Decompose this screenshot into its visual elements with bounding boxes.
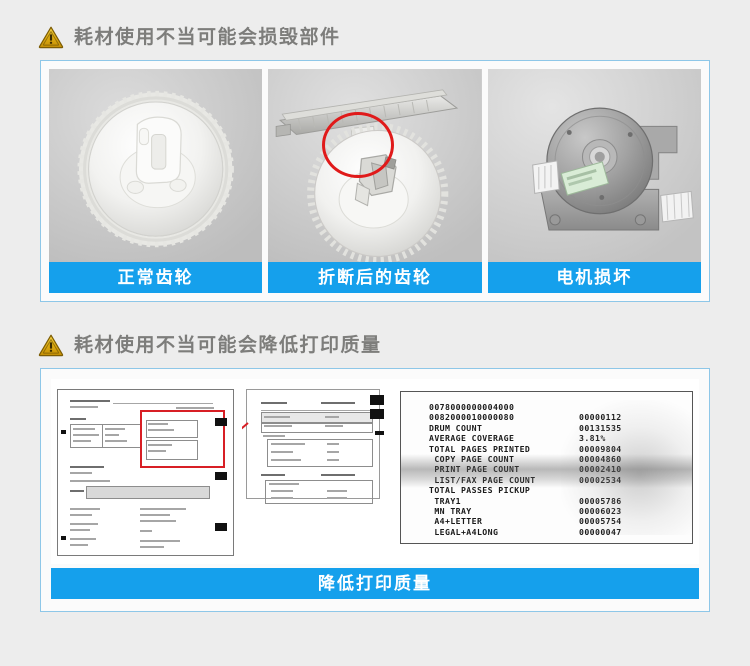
card-broken-gear[interactable]: 折断后的齿轮: [268, 69, 482, 293]
report-line-value: 00005754: [579, 516, 622, 527]
card-caption: 正常齿轮: [49, 262, 263, 293]
gear-illustration: [49, 69, 263, 262]
report-line-value: 00004860: [579, 453, 622, 464]
photo-normal-gear: [49, 69, 263, 262]
report-line: TOTAL PASSES PICKUP: [429, 485, 536, 495]
report-line-label: DRUM COUNT: [429, 422, 483, 433]
callout-arrow-icon: [242, 422, 249, 430]
report-line-value: 00005786: [579, 495, 622, 506]
report-line-value: 00000047: [579, 526, 622, 537]
report-line-label: A4+LETTER: [429, 516, 483, 527]
broken-area-highlight: [322, 112, 395, 178]
card-row: 正常齿轮: [49, 69, 701, 293]
report-line-label: 0078000000004000: [429, 402, 515, 412]
report-line-value: 00002534: [579, 474, 622, 485]
motor-illustration: [487, 69, 701, 262]
report-line-label: 0082000010000080: [429, 412, 515, 423]
warning-triangle-icon: [38, 26, 64, 49]
report-line-value: 00009804: [579, 443, 622, 454]
report-line: LIST/FAX PAGE COUNT 00002534: [429, 474, 621, 485]
report-line-label: TOTAL PAGES PRINTED: [429, 443, 531, 454]
report-line: PRINT PAGE COUNT 00002410: [429, 464, 621, 475]
report-line: A4+LETTER 00005754: [429, 516, 621, 527]
card-caption: 折断后的齿轮: [268, 262, 482, 293]
card-caption: 电机损坏: [487, 262, 701, 293]
report-line-label: LEGAL+A4LONG: [429, 526, 499, 537]
report-line: MN TRAY 00006023: [429, 505, 621, 516]
card-motor-damage[interactable]: 电机损坏: [487, 69, 701, 293]
report-line-label: COPY PAGE COUNT: [429, 453, 515, 464]
section-caption-print-quality: 降低打印质量: [51, 568, 699, 599]
report-line-value: 00000112: [579, 412, 622, 423]
report-line-label: MN TRAY: [429, 505, 472, 516]
section-title: 耗材使用不当可能会降低打印质量: [74, 334, 382, 356]
card-normal-gear[interactable]: 正常齿轮: [49, 69, 263, 293]
panel-damage-parts: 正常齿轮: [40, 60, 710, 302]
report-line: AVERAGE COVERAGE 3.81%: [429, 433, 605, 444]
report-line: DRUM COUNT 00131535: [429, 422, 621, 433]
settings-highlight-box: [140, 410, 225, 468]
section-header-damage-parts: 耗材使用不当可能会损毁部件: [0, 22, 750, 52]
report-line-label: TRAY1: [429, 495, 461, 506]
report-line-label: AVERAGE COVERAGE: [429, 433, 515, 444]
section-header-print-quality: 耗材使用不当可能会降低打印质量: [0, 330, 750, 360]
photo-motor-damage: [487, 69, 701, 262]
report-line: 0082000010000080 00000112: [429, 412, 621, 423]
report-line: LEGAL+A4LONG 00000047: [429, 526, 621, 537]
report-line: TOTAL PAGES PRINTED 00009804: [429, 443, 621, 454]
report-line: TRAY1 00005786: [429, 495, 621, 506]
section-title: 耗材使用不当可能会损毁部件: [74, 26, 341, 48]
report-line-label: TOTAL PASSES PICKUP: [429, 485, 531, 496]
report-line-label: PRINT PAGE COUNT: [429, 464, 520, 475]
document-settings-detail[interactable]: [242, 383, 392, 564]
report-line-value: 00002410: [579, 464, 622, 475]
report-line: 0078000000004000: [429, 402, 536, 412]
report-line-value: 00006023: [579, 505, 622, 516]
photo-broken-gear: [268, 69, 482, 262]
warning-triangle-icon: [38, 334, 64, 357]
document-service-report[interactable]: [57, 389, 234, 556]
report-line-value: 00131535: [579, 422, 622, 433]
report-line-value: 3.81%: [579, 433, 606, 444]
report-line: COPY PAGE COUNT 00004860: [429, 453, 621, 464]
report-line-label: LIST/FAX PAGE COUNT: [429, 474, 536, 485]
